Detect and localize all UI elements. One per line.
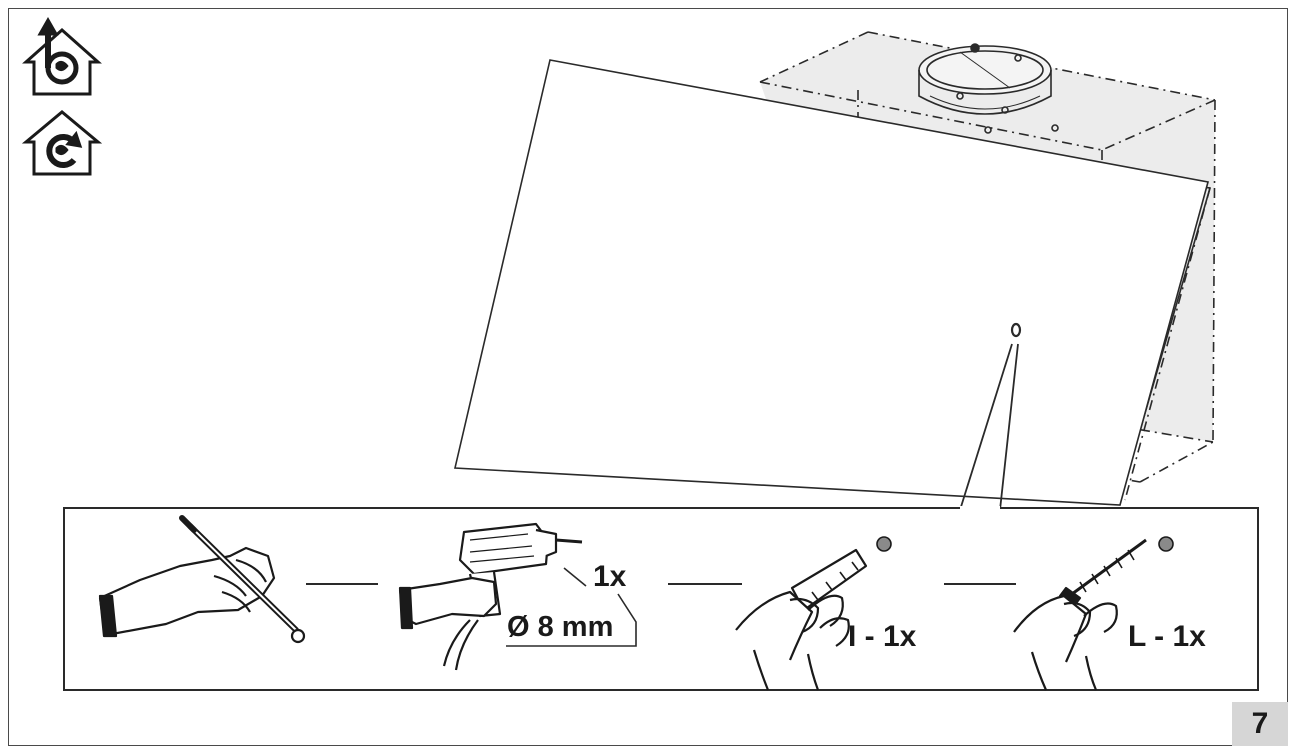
screw-quantity-label: L - 1x <box>1128 620 1206 653</box>
step-number-badge: 7 <box>1232 702 1288 746</box>
drill-diameter-label: Ø 8 mm <box>507 611 614 643</box>
callout-lines <box>959 343 1019 511</box>
hand-drill-icon <box>398 522 583 671</box>
drill-quantity-label: 1x <box>593 560 627 593</box>
drill-dimension-lines <box>506 567 637 647</box>
hand-wall-plug-icon <box>735 548 868 691</box>
ducted-extraction-icon <box>22 16 102 96</box>
wall-plug-quantity-label: I - 1x <box>848 620 917 653</box>
screw-hole-indicator <box>1158 536 1174 552</box>
hand-pencil-icon <box>98 515 306 644</box>
mounting-hole <box>1010 322 1022 338</box>
cooker-hood-drawing <box>454 31 1216 506</box>
hand-screw-icon <box>1013 538 1147 691</box>
recirculation-icon <box>21 110 103 176</box>
wall-plug-hole-indicator <box>876 536 892 552</box>
step-number: 7 <box>1251 707 1269 740</box>
